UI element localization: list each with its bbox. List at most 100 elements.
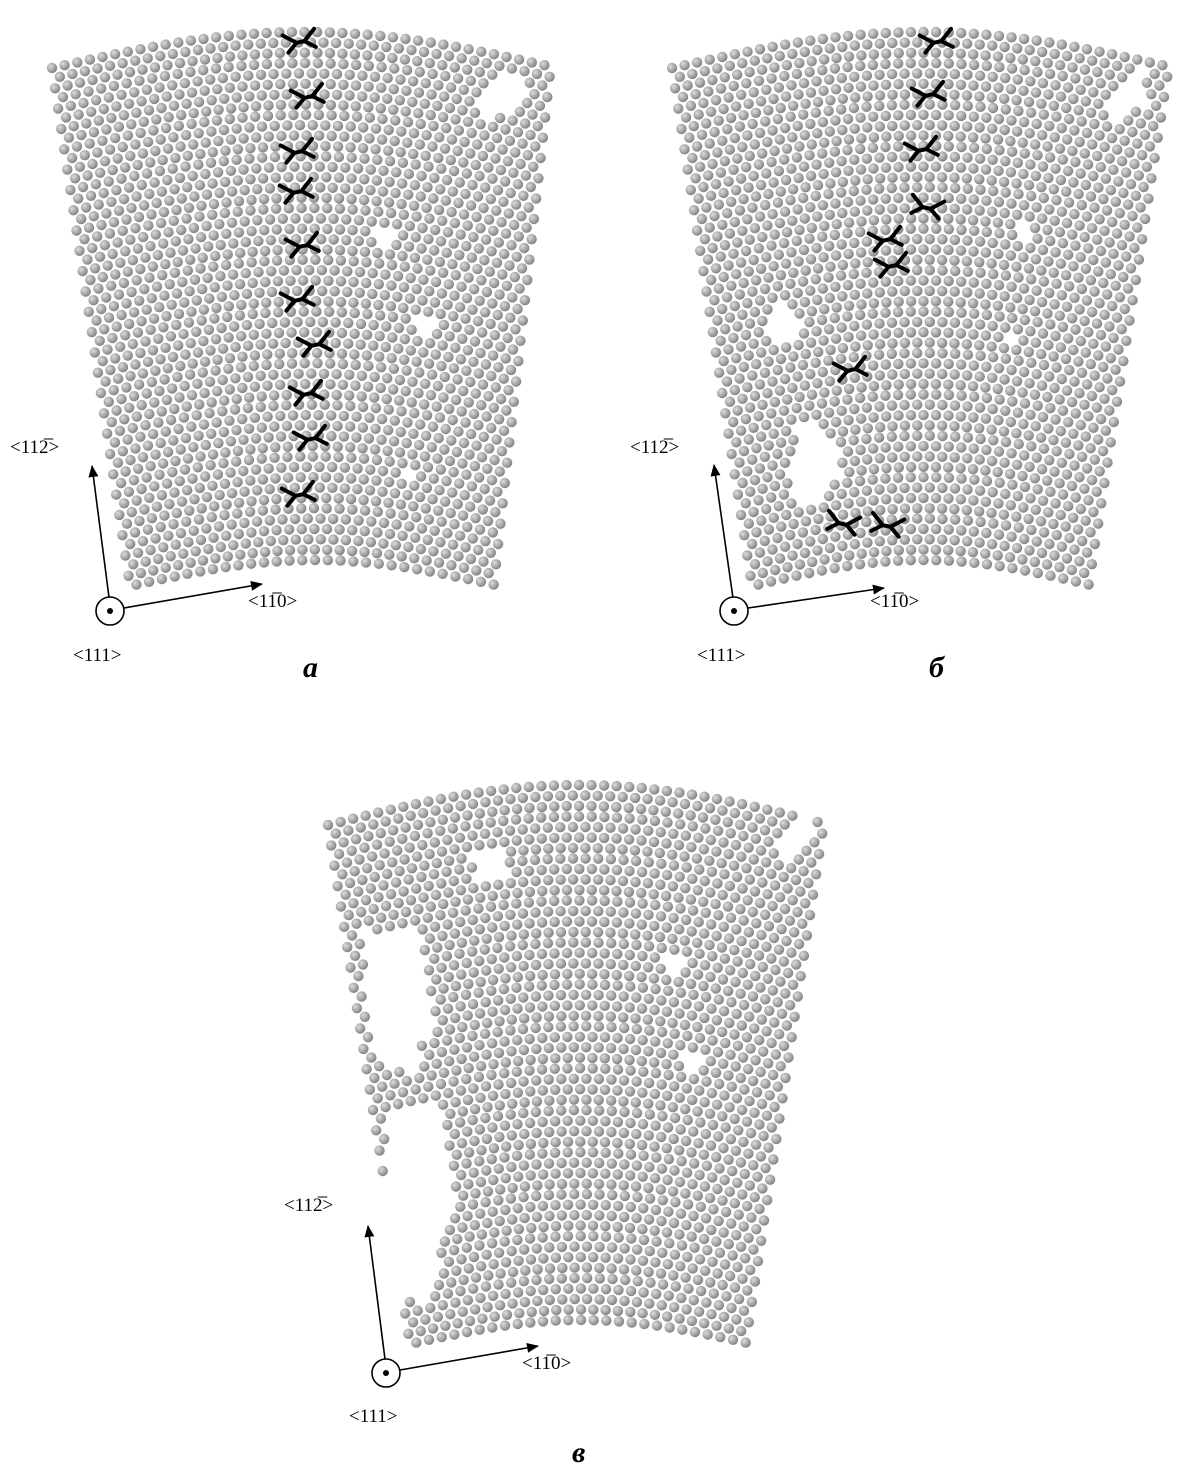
atom xyxy=(887,172,898,183)
atom xyxy=(519,1013,530,1024)
atom xyxy=(473,787,484,798)
atom xyxy=(810,274,821,285)
atom xyxy=(391,167,402,178)
atom xyxy=(1045,570,1056,581)
atom xyxy=(612,1085,623,1096)
atom xyxy=(228,238,239,249)
atom xyxy=(956,224,967,236)
atom xyxy=(880,58,891,70)
atom xyxy=(805,536,816,547)
atom xyxy=(676,1071,687,1083)
atom xyxy=(192,44,204,56)
atom xyxy=(817,533,828,545)
atom xyxy=(143,105,155,116)
atom xyxy=(274,58,285,69)
atom xyxy=(465,501,476,512)
atom xyxy=(444,1224,456,1236)
atom xyxy=(550,1084,561,1096)
atom xyxy=(432,100,443,112)
atom xyxy=(612,1064,624,1075)
atom xyxy=(127,422,138,434)
atom xyxy=(679,59,690,71)
atom xyxy=(327,161,338,173)
atom xyxy=(618,1043,629,1055)
atom xyxy=(370,423,381,434)
atom xyxy=(469,460,481,472)
atom xyxy=(212,52,223,64)
atom xyxy=(682,1030,693,1042)
atom xyxy=(587,1031,598,1043)
atom xyxy=(369,1072,380,1084)
atom xyxy=(1036,348,1047,360)
atom xyxy=(762,304,773,315)
atom xyxy=(173,308,185,320)
atom xyxy=(375,828,386,839)
atom xyxy=(636,971,647,983)
atom xyxy=(812,816,823,828)
dislocation-symbol xyxy=(902,134,940,163)
atom xyxy=(381,41,392,53)
atom xyxy=(524,886,536,898)
atom xyxy=(428,193,439,204)
atom xyxy=(474,472,485,483)
atom xyxy=(755,96,767,107)
atom xyxy=(1092,66,1103,78)
atom xyxy=(798,109,809,120)
atom xyxy=(154,165,166,177)
atom xyxy=(335,276,347,287)
atom xyxy=(798,328,810,339)
atom xyxy=(1102,289,1113,300)
atom xyxy=(749,139,760,150)
atom xyxy=(384,921,396,932)
atom xyxy=(336,307,348,318)
atom xyxy=(381,321,392,332)
atom xyxy=(417,839,428,851)
atom xyxy=(537,1116,548,1128)
atom xyxy=(743,842,754,853)
atom xyxy=(142,524,154,535)
atom xyxy=(506,240,517,251)
atom xyxy=(754,295,766,306)
atom xyxy=(1060,437,1072,448)
atom xyxy=(642,1014,654,1025)
atom xyxy=(333,848,345,860)
atom xyxy=(830,333,842,344)
atom xyxy=(340,535,352,546)
atom xyxy=(1062,82,1074,93)
atom xyxy=(261,297,272,308)
atom xyxy=(387,857,398,868)
atom xyxy=(736,1104,748,1116)
atom xyxy=(1061,102,1072,114)
atom xyxy=(281,389,292,401)
atom xyxy=(999,291,1010,302)
atom xyxy=(956,556,967,567)
atom xyxy=(1080,263,1092,274)
atom xyxy=(962,121,973,132)
atom xyxy=(743,266,754,277)
atom xyxy=(690,173,701,184)
atom xyxy=(1032,233,1043,244)
atom xyxy=(1030,504,1042,515)
atom xyxy=(844,383,855,395)
atom xyxy=(1012,292,1023,304)
atom xyxy=(726,280,737,291)
atom xyxy=(351,1003,363,1014)
atom xyxy=(624,1033,636,1045)
atom xyxy=(60,112,72,123)
atom xyxy=(291,285,303,297)
atom xyxy=(775,102,786,114)
atom xyxy=(732,153,743,164)
atom xyxy=(955,463,966,474)
atom xyxy=(389,63,400,74)
atom xyxy=(593,989,604,1001)
atom xyxy=(500,1088,511,1100)
atom xyxy=(1132,138,1143,149)
atom xyxy=(1054,562,1065,573)
atom xyxy=(962,401,973,412)
atom xyxy=(470,513,481,524)
atom xyxy=(256,121,268,132)
atom xyxy=(1006,364,1017,376)
atom xyxy=(931,140,942,152)
atom xyxy=(512,971,523,983)
atom xyxy=(452,498,463,510)
